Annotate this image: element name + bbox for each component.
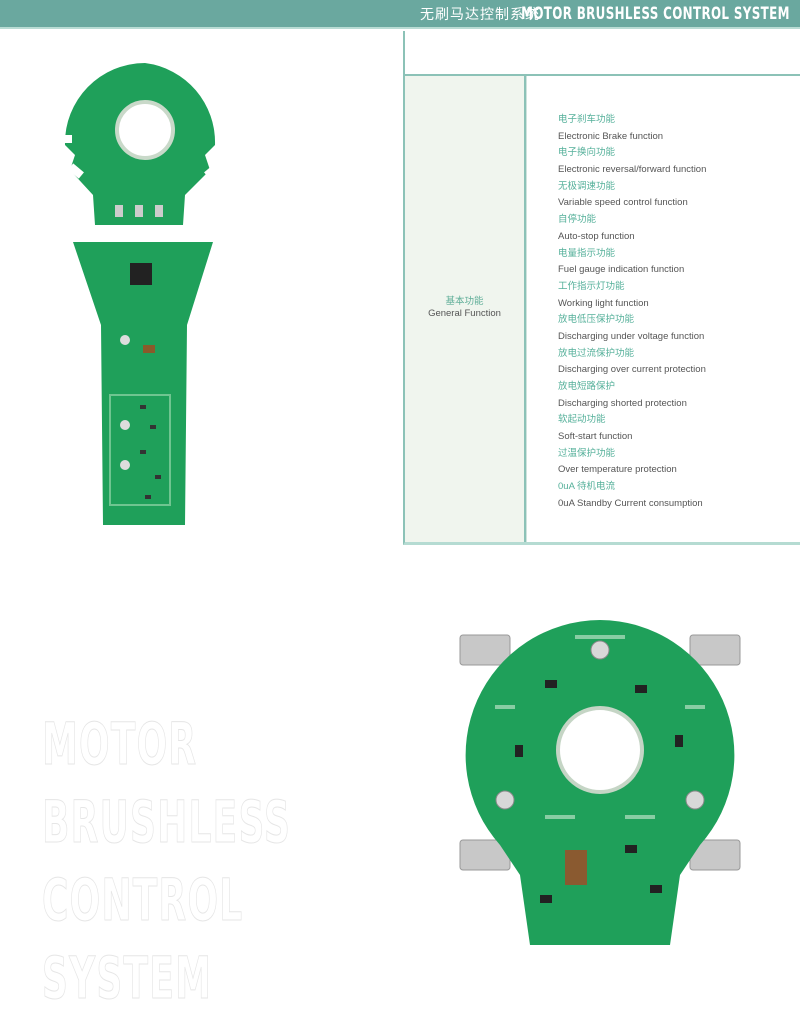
function-name-cn: 放电过流保护功能	[558, 347, 635, 359]
category-en: General Function	[428, 308, 501, 319]
function-name-en: Auto-stop function	[558, 230, 635, 242]
functions-cell: 电子刹车功能 Electronic Brake function 电子换向功能 Ele…	[526, 76, 800, 542]
function-name-cn: 放电低压保护功能	[558, 314, 635, 326]
function-name-cn: 工作指示灯功能	[558, 280, 625, 292]
function-name-cn: 放电短路保护	[558, 381, 616, 392]
function-name-en: Electronic Brake function	[558, 130, 664, 142]
function-list: 电子刹车功能 Electronic Brake function 电子换向功能 Ele…	[558, 112, 706, 513]
function-name-cn: 无极调速功能	[558, 180, 616, 192]
watermark-line: CONTROL	[42, 866, 244, 935]
header-title-en: MOTOR BRUSHLESS CONTROL SYSTEM	[521, 3, 790, 24]
watermark-line: MOTOR	[42, 710, 198, 779]
function-name-cn: 电子换向功能	[558, 147, 616, 159]
watermark-line: SYSTEM	[42, 944, 213, 1013]
header-title-en-wrapper: MOTOR BRUSHLESS CONTROL SYSTEM	[521, 3, 790, 25]
function-name-en: Soft-start function	[558, 431, 633, 443]
pcb-image-controller-board	[459, 620, 741, 945]
function-name-en: 0uA Standby Current consumption	[558, 497, 703, 509]
function-name-en: Working light function	[558, 297, 649, 309]
header-title-cn: 无刷马达控制系统	[420, 5, 540, 22]
category-cn: 基本功能	[445, 296, 484, 307]
category-cell: 基本功能 General Function	[405, 76, 526, 542]
header-bar: 无刷马达控制系统 MOTOR BRUSHLESS CONTROL SYSTEM	[0, 0, 800, 29]
function-name-cn: 自停功能	[558, 214, 597, 226]
function-table: 基本功能 General Function 电子刹车功能 Electronic B…	[403, 31, 800, 545]
function-name-en: Discharging over current protection	[558, 364, 706, 376]
function-name-en: Discharging shorted protection	[558, 397, 687, 409]
function-name-cn: 电量指示功能	[558, 247, 616, 259]
pcb-image-hall-board	[58, 62, 232, 525]
table-header-row	[405, 31, 800, 76]
function-name-en: Over temperature protection	[558, 464, 677, 476]
function-name-en: Electronic reversal/forward function	[558, 164, 707, 176]
function-name-en: Discharging under voltage function	[558, 330, 705, 342]
function-name-cn: 软起动功能	[558, 414, 606, 426]
function-name-cn: 0uA 待机电流	[558, 481, 616, 493]
function-name-en: Variable speed control function	[558, 197, 688, 209]
watermark-text: MOTOR BRUSHLESS CONTROL SYSTEM	[42, 705, 291, 1017]
function-name-cn: 过温保护功能	[558, 447, 616, 459]
function-name-cn: 电子刹车功能	[558, 114, 616, 125]
watermark-line: BRUSHLESS	[42, 788, 292, 857]
function-name-en: Fuel gauge indication function	[558, 264, 685, 276]
